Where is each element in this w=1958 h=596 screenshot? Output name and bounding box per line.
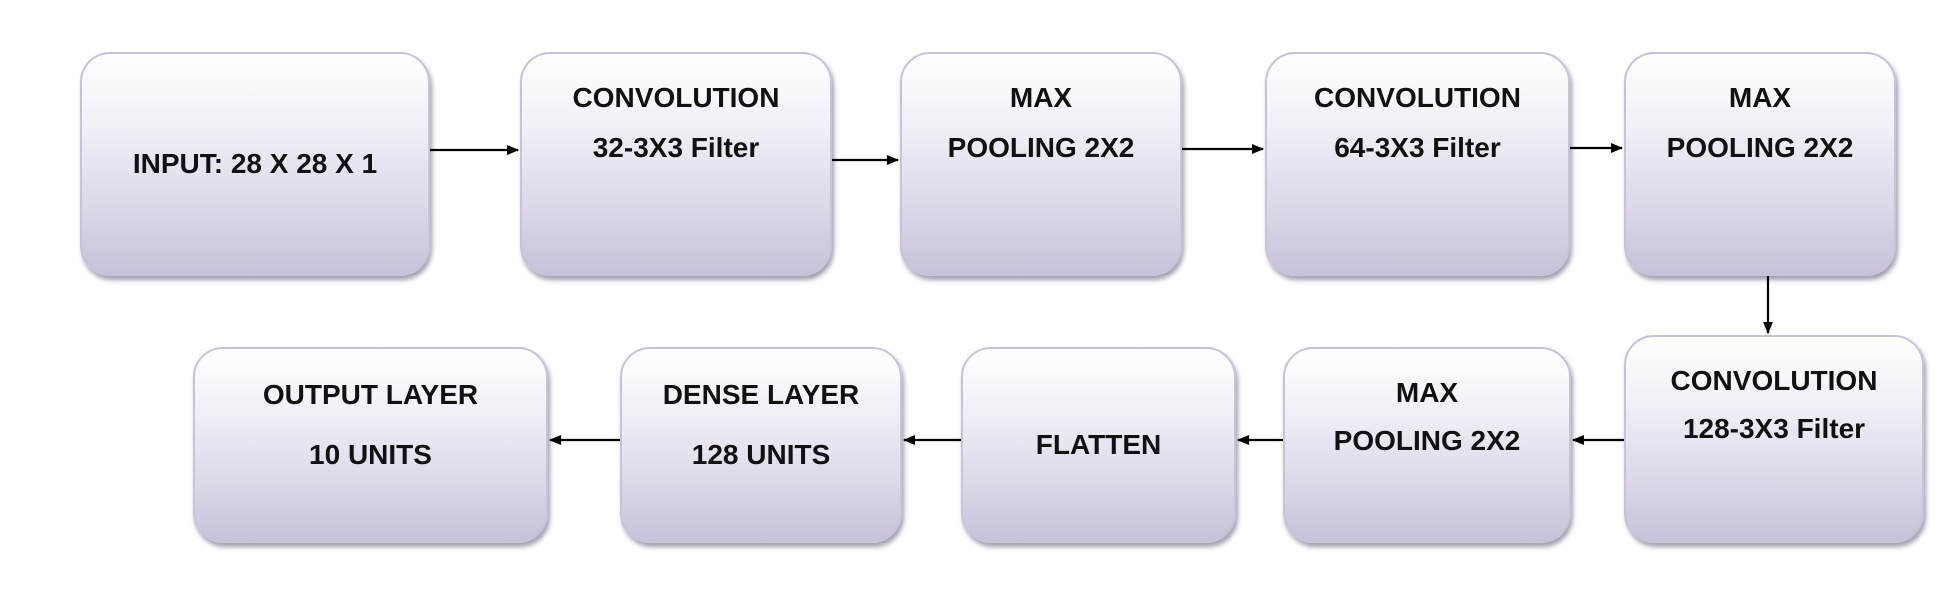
dense-layer-block-title: DENSE LAYER bbox=[662, 379, 860, 410]
max-pooling-block-1: MAX POOLING 2X2 bbox=[900, 52, 1182, 276]
convolution-block-1-title: CONVOLUTION bbox=[572, 82, 780, 113]
max-pooling-block-1-title: MAX bbox=[1009, 82, 1073, 113]
max-pooling-block-2: MAX POOLING 2X2 bbox=[1624, 52, 1896, 276]
max-pooling-block-3-title: MAX bbox=[1395, 377, 1459, 408]
convolution-block-3: CONVOLUTION 128-3X3 Filter bbox=[1624, 335, 1924, 543]
max-pooling-block-2-title: MAX bbox=[1728, 82, 1792, 113]
convolution-block-1-detail: 32-3X3 Filter bbox=[592, 132, 760, 163]
convolution-block-3-title: CONVOLUTION bbox=[1670, 365, 1878, 396]
max-pooling-block-2-detail: POOLING 2X2 bbox=[1666, 132, 1854, 163]
convolution-block-2-title: CONVOLUTION bbox=[1314, 82, 1521, 113]
convolution-block-2: CONVOLUTION 64-3X3 Filter bbox=[1265, 52, 1570, 276]
max-pooling-block-3: MAX POOLING 2X2 bbox=[1283, 347, 1571, 543]
convolution-block-1: CONVOLUTION 32-3X3 Filter bbox=[520, 52, 832, 276]
max-pooling-block-3-detail: POOLING 2X2 bbox=[1333, 425, 1521, 456]
convolution-block-3-detail: 128-3X3 Filter bbox=[1682, 413, 1866, 444]
output-layer-block-title: OUTPUT LAYER bbox=[262, 379, 479, 410]
input-block-label: INPUT: 28 X 28 X 1 bbox=[132, 148, 378, 179]
output-layer-block: OUTPUT LAYER 10 UNITS bbox=[193, 347, 548, 543]
dense-layer-block: DENSE LAYER 128 UNITS bbox=[620, 347, 902, 543]
flatten-block: FLATTEN bbox=[961, 347, 1236, 543]
convolution-block-2-detail: 64-3X3 Filter bbox=[1334, 132, 1501, 163]
flatten-block-label: FLATTEN bbox=[1035, 429, 1162, 460]
output-layer-block-detail: 10 UNITS bbox=[309, 439, 432, 470]
dense-layer-block-detail: 128 UNITS bbox=[691, 439, 831, 470]
max-pooling-block-1-detail: POOLING 2X2 bbox=[947, 132, 1135, 163]
input-block: INPUT: 28 X 28 X 1 bbox=[80, 52, 430, 276]
